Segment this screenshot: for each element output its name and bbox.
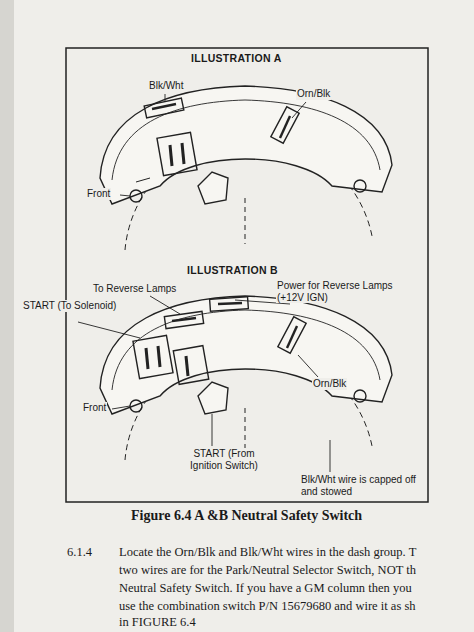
switch-drawing bbox=[100, 86, 392, 250]
figure-caption: Figure 6.4 A &B Neutral Safety Switch bbox=[130, 508, 363, 524]
illustration-title: ILLUSTRATION B bbox=[186, 264, 279, 276]
terminal-label: Power for Reverse Lamps (+12V IGN) bbox=[276, 280, 418, 303]
body-text: two wires are for the Park/Neutral Selec… bbox=[118, 563, 417, 577]
figure-frame bbox=[66, 48, 428, 502]
part-label: Front bbox=[82, 402, 107, 414]
terminal-label: START (From Ignition Switch) bbox=[178, 448, 270, 471]
illustration-title: ILLUSTRATION A bbox=[190, 52, 283, 64]
part-label: Front bbox=[86, 188, 111, 200]
note-label: Blk/Wht wire is capped off and stowed bbox=[300, 474, 426, 497]
section-number: 6.1.4 bbox=[66, 545, 93, 559]
wire-label: Orn/Blk bbox=[312, 378, 347, 390]
wire-label: Blk/Wht bbox=[148, 80, 184, 92]
terminal-label: To Reverse Lamps bbox=[92, 283, 177, 295]
wire-label: Orn/Blk bbox=[296, 88, 331, 100]
terminal-label: START (To Solenoid) bbox=[22, 300, 117, 312]
switch-drawing bbox=[100, 296, 392, 460]
body-text: use the combination switch P/N 15679680 … bbox=[118, 599, 417, 613]
body-text: Locate the Orn/Blk and Blk/Wht wires in … bbox=[118, 545, 417, 559]
body-text: in FIGURE 6.4 bbox=[118, 615, 197, 629]
body-text: Neutral Safety Switch. If you have a GM … bbox=[118, 581, 413, 595]
page-shadow bbox=[0, 0, 14, 632]
